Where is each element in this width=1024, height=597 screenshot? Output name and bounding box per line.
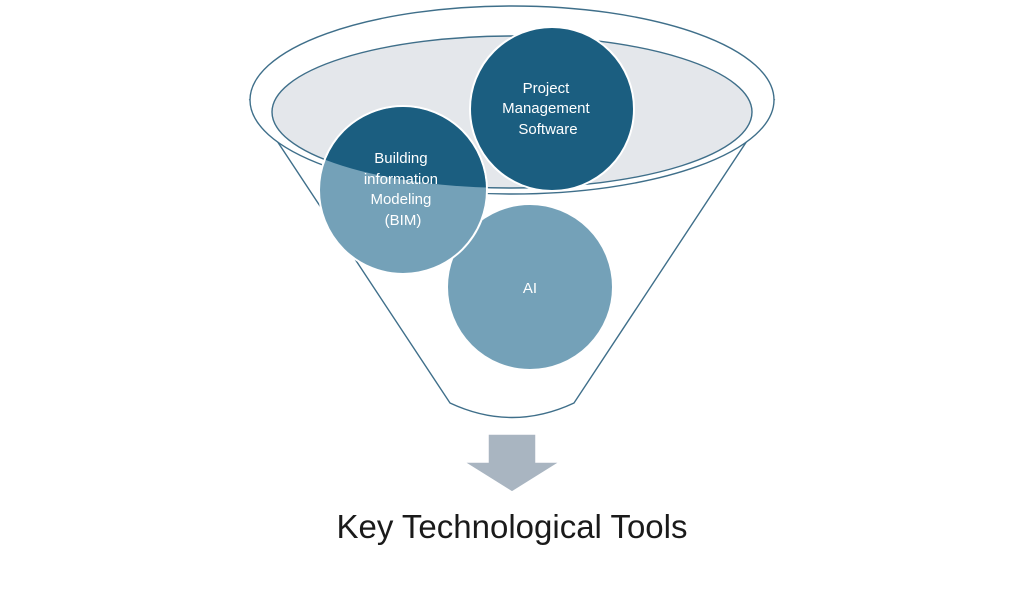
down-arrow-icon <box>461 433 563 493</box>
circle-bim-upper <box>320 107 486 188</box>
label-project-management: Project Management Software <box>502 80 594 138</box>
circle-ai <box>446 203 614 371</box>
label-bim: Building information Modeling (BIM) <box>364 150 442 229</box>
label-ai: AI <box>523 280 537 297</box>
circle-project-management <box>469 26 635 192</box>
diagram-caption: Key Technological Tools <box>336 508 688 545</box>
